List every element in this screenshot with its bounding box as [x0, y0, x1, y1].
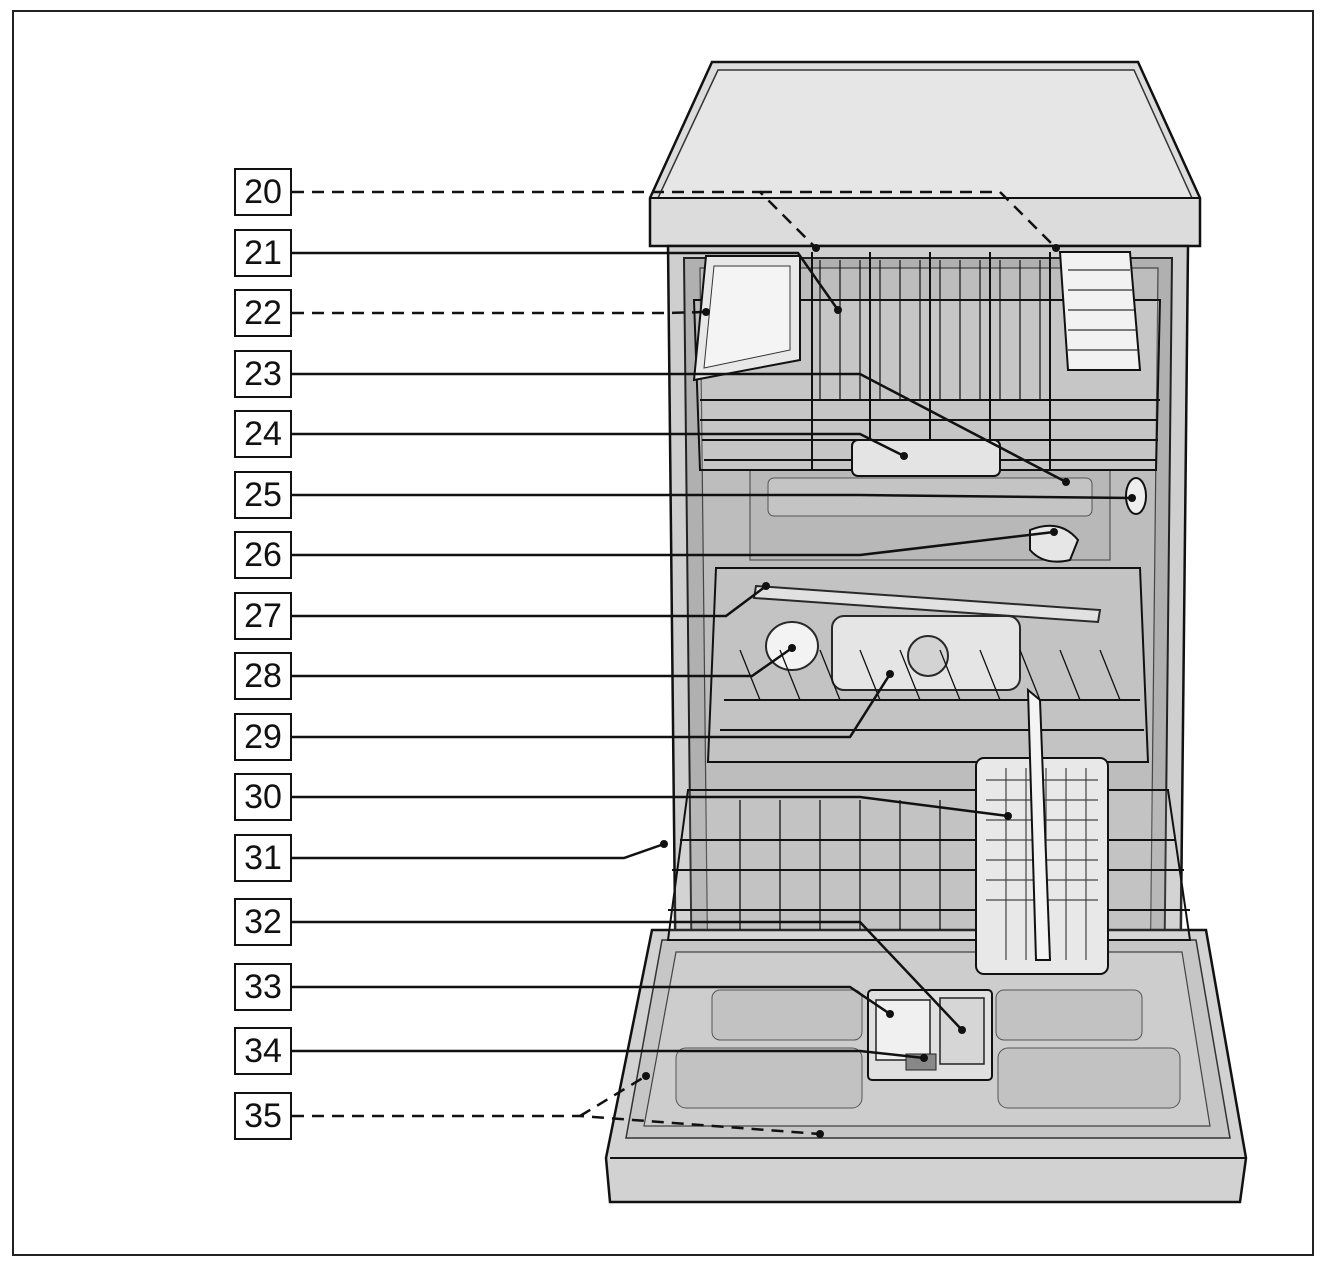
leader-dot-33 — [886, 1010, 894, 1018]
leader-dot-24 — [900, 452, 908, 460]
callout-28: 28 — [234, 652, 292, 700]
knife-shelf — [1058, 251, 1142, 371]
leader-line-22 — [292, 310, 707, 315]
leader-line-21 — [292, 251, 840, 311]
top-spray-head — [1029, 524, 1080, 563]
leader-dot-26 — [1050, 528, 1058, 536]
leader-dot-29 — [886, 670, 894, 678]
leader-dot-27 — [762, 582, 770, 590]
leader-dot-20 — [1052, 244, 1060, 252]
cup-shelf — [692, 255, 801, 382]
lower-basket — [666, 567, 1192, 941]
leader-dot-34 — [920, 1054, 928, 1062]
callout-30: 30 — [234, 773, 292, 821]
tablet-collecting-tray — [851, 439, 1001, 477]
callout-31: 31 — [234, 834, 292, 882]
callout-24: 24 — [234, 410, 292, 458]
leader-line-35-branch — [579, 1074, 647, 1118]
detergent-dispenser — [867, 989, 993, 1081]
leader-line-24 — [292, 432, 905, 458]
callout-25: 25 — [234, 471, 292, 519]
leader-dot-25 — [1128, 494, 1136, 502]
leader-line-30 — [292, 795, 1009, 818]
leader-line-20 — [760, 190, 1057, 249]
water-ingress — [1125, 477, 1147, 515]
leader-line-32 — [292, 920, 963, 1031]
leader-dot-32 — [958, 1026, 966, 1034]
leader-dot-28 — [788, 644, 796, 652]
callout-32: 32 — [234, 898, 292, 946]
leader-line-25 — [292, 493, 1133, 500]
leader-line-26 — [292, 530, 1055, 557]
leader-dot-30 — [1004, 812, 1012, 820]
leader-dot-22 — [702, 308, 710, 316]
leader-dot-35 — [816, 1130, 824, 1138]
leader-line-27 — [292, 585, 767, 618]
callout-21: 21 — [234, 229, 292, 277]
figure-frame — [12, 10, 1314, 1256]
leader-dot-31 — [660, 840, 668, 848]
leader-dot-21 — [834, 306, 842, 314]
callout-29: 29 — [234, 713, 292, 761]
callout-23: 23 — [234, 350, 292, 398]
callout-35: 35 — [234, 1092, 292, 1140]
leader-line-28 — [292, 646, 793, 678]
leader-dot-35-branch — [642, 1072, 650, 1080]
callout-20: 20 — [234, 168, 292, 216]
leader-dot-20 — [812, 244, 820, 252]
leader-line-34 — [292, 1049, 925, 1060]
leader-line-31 — [292, 842, 665, 860]
callout-22: 22 — [234, 289, 292, 337]
leader-line-23 — [292, 372, 1067, 484]
callout-27: 27 — [234, 592, 292, 640]
callout-33: 33 — [234, 963, 292, 1011]
callout-26: 26 — [234, 531, 292, 579]
cutlery-basket — [975, 687, 1109, 975]
upper-basket — [692, 252, 1162, 471]
leader-line-29 — [292, 673, 892, 739]
leader-dot-23 — [1062, 478, 1070, 486]
leader-line-33 — [292, 985, 891, 1016]
callout-34: 34 — [234, 1027, 292, 1075]
